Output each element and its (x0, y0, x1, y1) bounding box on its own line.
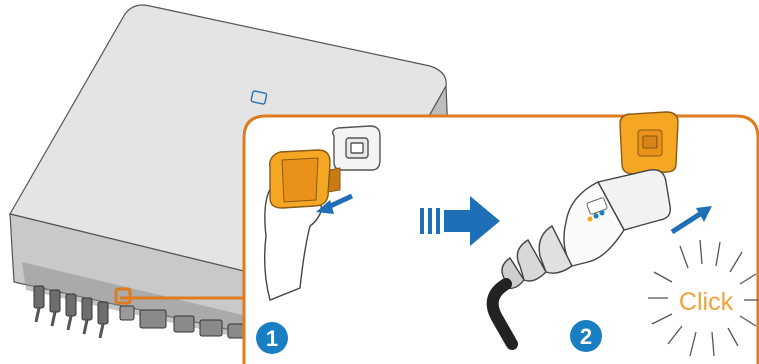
step-1-number: 1 (266, 326, 278, 351)
click-label: Click (679, 288, 734, 316)
step-2-number: 2 (580, 324, 592, 349)
removed-plug-icon (620, 112, 678, 174)
socket-icon (333, 126, 380, 170)
